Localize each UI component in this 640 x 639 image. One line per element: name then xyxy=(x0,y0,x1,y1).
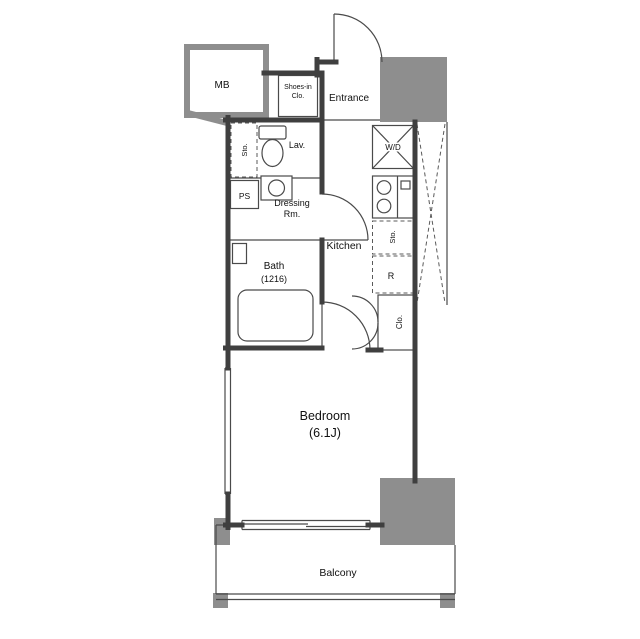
shoes-closet-label-1: Shoes-in xyxy=(284,84,312,91)
closet-door-arc-bottom xyxy=(351,322,379,350)
kitchen-label: Kitchen xyxy=(326,240,361,252)
balcony: Balcony xyxy=(215,525,456,601)
meter-box-room: MB xyxy=(184,44,269,126)
entrance-label: Entrance xyxy=(329,93,369,104)
balcony-pillar-left xyxy=(213,593,228,608)
bath-label-2: (1216) xyxy=(261,274,287,284)
bedroom-label-1: Bedroom xyxy=(300,409,351,423)
dressing-door-arc xyxy=(321,193,369,241)
unit-walls xyxy=(223,57,418,530)
entrance-door xyxy=(333,13,383,63)
dressing-room: PS Dressing Rm. xyxy=(229,175,369,241)
bedroom-window-bottom xyxy=(241,519,371,531)
closet-door-arc-top xyxy=(351,295,379,323)
balcony-pillar-right xyxy=(440,593,455,608)
pipe-space-label: PS xyxy=(239,191,251,201)
bathtub-icon xyxy=(237,289,314,342)
storage-left-shelves xyxy=(230,122,258,178)
entrance-door-arc xyxy=(333,13,383,63)
structural-columns xyxy=(213,57,455,608)
dressing-room-label-1: Dressing xyxy=(274,198,310,208)
closet-label: Clo. xyxy=(395,315,404,329)
kitchen: W/D Sto. R Kitchen xyxy=(326,124,415,294)
bedroom: Bedroom (6.1J) xyxy=(224,301,371,531)
refrigerator-label: R xyxy=(388,271,395,281)
lavatory-label: Lav. xyxy=(289,140,305,150)
column-bottom-right xyxy=(380,478,455,545)
stove-burner-top xyxy=(376,180,392,195)
toilet-bowl-icon xyxy=(261,138,284,168)
storage-left-label: Sto. xyxy=(240,143,249,156)
washer-dryer-label: W/D xyxy=(385,143,401,152)
mb-label: MB xyxy=(215,80,230,91)
bath-label-1: Bath xyxy=(264,261,285,272)
stove-icon xyxy=(371,175,415,219)
balcony-label: Balcony xyxy=(319,567,357,579)
closet-right: Clo. xyxy=(351,294,415,351)
mb-diagonal-wall xyxy=(187,110,228,126)
bedroom-window-left xyxy=(224,367,232,495)
stove-burner-bottom xyxy=(376,198,392,214)
bath-shelf-icon xyxy=(231,242,248,265)
washer-dryer-cross xyxy=(372,125,414,169)
kitchen-storage-label: Sto. xyxy=(388,230,397,243)
washbasin-bowl-icon xyxy=(267,179,286,197)
dressing-room-label-2: Rm. xyxy=(284,209,301,219)
balcony-rail xyxy=(215,525,456,601)
toilet-tank-icon xyxy=(258,125,287,140)
void-hatch-diagonals xyxy=(416,123,446,304)
shoes-closet-label-2: Clo. xyxy=(292,93,305,100)
bathroom: Bath (1216) xyxy=(231,242,314,342)
stove-control-box xyxy=(400,180,411,190)
column-top-right xyxy=(380,57,447,122)
bedroom-label-2: (6.1J) xyxy=(309,426,341,440)
bedroom-door-arc xyxy=(321,301,371,351)
walls xyxy=(223,57,418,530)
lavatory: Sto. Lav. xyxy=(230,122,305,178)
